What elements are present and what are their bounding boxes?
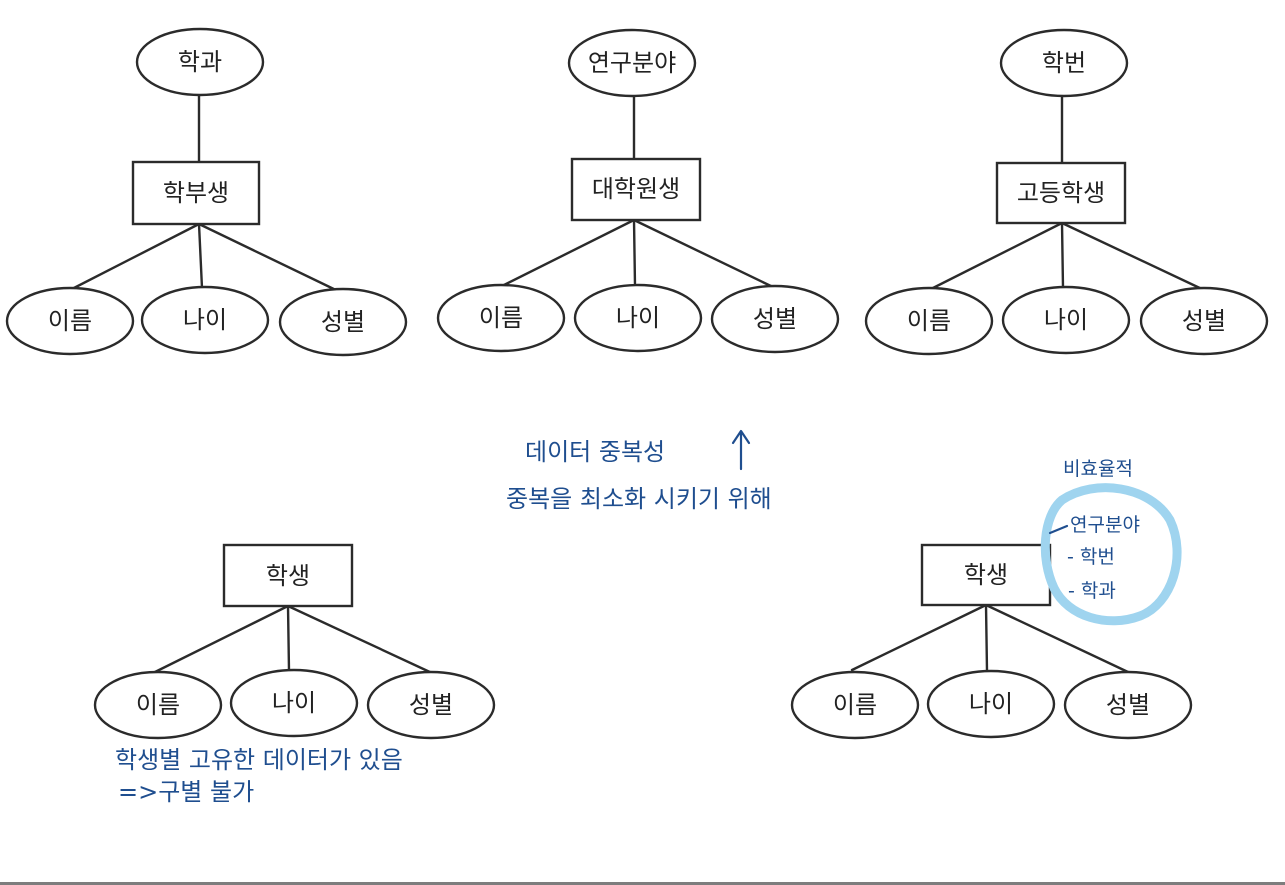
attribute-age [1001, 285, 1131, 355]
annotation-redundancy: 데이터 중복성 중복을 최소화 시키기 위해 [506, 429, 772, 513]
entity-student [222, 543, 354, 608]
note-circled-department: - 학과 [1068, 580, 1116, 602]
attribute-department [135, 27, 265, 97]
attribute-research-field-label: 연구분야 [588, 49, 676, 77]
attribute-name-label: 이름 [479, 304, 523, 332]
entity-student-label: 학생 [964, 561, 1008, 589]
diagram-highschool: 학번 고등학생 이름 나이 성별 [864, 28, 1269, 356]
attribute-age [573, 283, 703, 353]
connector-highschool-attr-1 [927, 221, 1064, 292]
diagram-grad: 연구분야 대학원생 이름 나이 성별 [436, 28, 840, 354]
connector-grad-attr-1 [498, 218, 636, 289]
note-minimize: 중복을 최소화 시키기 위해 [506, 485, 772, 513]
attribute-student-id-label: 학번 [1042, 49, 1086, 77]
entity-undergrad [131, 160, 261, 226]
connector-student-left-attr-3 [286, 604, 434, 675]
entity-grad [570, 157, 702, 222]
diagram-undergrad: 학과 학부생 이름 나이 성별 [5, 27, 408, 357]
attribute-gender-label: 성별 [753, 305, 797, 333]
attribute-student-id [999, 28, 1129, 98]
attribute-gender-label: 성별 [1182, 307, 1226, 335]
connector-grad-attr-2 [632, 218, 637, 288]
attribute-age [229, 668, 359, 738]
note-inefficient: 비효율적 [1063, 458, 1133, 480]
connector-undergrad-attr-3 [197, 222, 342, 294]
attribute-name [5, 286, 135, 356]
attribute-gender [710, 284, 840, 354]
attribute-gender-label: 성별 [1106, 691, 1150, 719]
attribute-age [140, 285, 270, 355]
attribute-age-label: 나이 [272, 689, 316, 717]
connector-student-left-attr-2 [286, 604, 291, 673]
attribute-age [926, 669, 1056, 739]
annotation-inefficient: 비효율적 연구분야 - 학번 - 학과 [1040, 458, 1182, 626]
entity-undergrad-label: 학부생 [163, 179, 229, 207]
attribute-department-label: 학과 [178, 48, 222, 76]
entity-highschool-label: 고등학생 [1017, 179, 1105, 207]
attribute-name-label: 이름 [833, 691, 877, 719]
connector-student-left-attr-1 [153, 604, 290, 674]
connector-student-right-attr-3 [984, 603, 1130, 674]
attribute-name [790, 670, 920, 740]
attribute-age-label: 나이 [183, 306, 227, 334]
note-redundancy: 데이터 중복성 [525, 438, 665, 466]
attribute-name [436, 283, 566, 353]
entity-highschool [995, 161, 1127, 225]
attribute-gender [1139, 286, 1269, 356]
connector-undergrad-attr-2 [197, 222, 204, 290]
attribute-research-field [567, 28, 697, 98]
connector-grad-attr-3 [632, 218, 777, 290]
attribute-gender [278, 287, 408, 357]
diagram-student-right: 학생 이름 나이 성별 [790, 543, 1193, 740]
attribute-name-label: 이름 [907, 307, 951, 335]
attribute-name [864, 286, 994, 356]
note-circled-research-field: 연구분야 [1070, 514, 1140, 536]
note-unique-line2: =>구별 불가 [118, 778, 254, 806]
diagram-student-left: 학생 이름 나이 성별 [93, 543, 496, 740]
entity-grad-label: 대학원생 [592, 175, 680, 203]
connector-highschool-attr-2 [1060, 221, 1065, 290]
entity-student-label: 학생 [266, 562, 310, 590]
annotation-unique-data: 학생별 고유한 데이터가 있음 =>구별 불가 [115, 746, 403, 806]
attribute-gender-label: 성별 [321, 308, 365, 336]
attribute-age-label: 나이 [616, 304, 660, 332]
attribute-age-label: 나이 [1044, 306, 1088, 334]
highlight-circle [1040, 483, 1182, 626]
arrow-up-icon [731, 429, 751, 471]
attribute-name-label: 이름 [48, 307, 92, 335]
pointer-line [1048, 524, 1069, 535]
attribute-gender [1063, 670, 1193, 740]
connector-highschool-attr-3 [1060, 221, 1206, 292]
attribute-name-label: 이름 [136, 691, 180, 719]
attribute-name [93, 670, 223, 740]
attribute-gender [366, 670, 496, 740]
connector-student-right-attr-1 [850, 603, 988, 672]
note-unique-line1: 학생별 고유한 데이터가 있음 [115, 746, 403, 774]
connector-undergrad-attr-1 [68, 222, 201, 292]
connector-student-right-attr-2 [984, 603, 989, 673]
attribute-gender-label: 성별 [409, 691, 453, 719]
attribute-age-label: 나이 [969, 690, 1013, 718]
note-circled-student-id: - 학번 [1067, 546, 1115, 568]
bottom-divider [0, 882, 1285, 885]
